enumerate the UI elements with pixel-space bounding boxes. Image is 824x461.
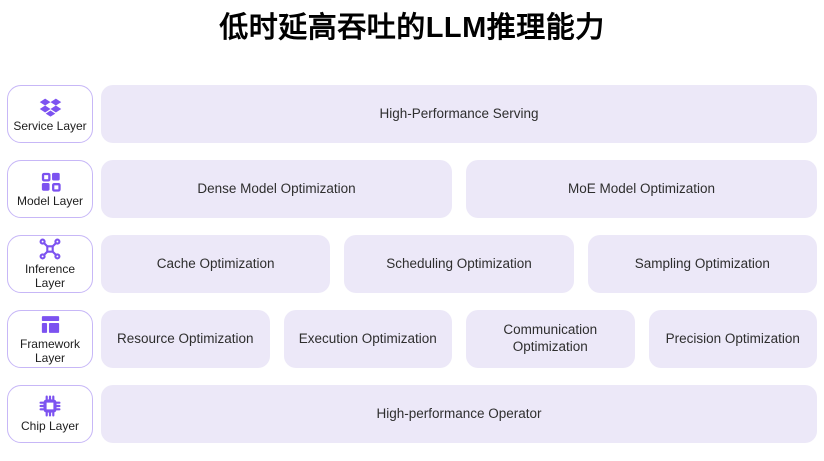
- layer-label: Chip Layer: [20, 419, 80, 434]
- capability-box: High-Performance Serving: [101, 85, 817, 143]
- capability-label: Dense Model Optimization: [197, 180, 356, 196]
- capability-label: Communication Optimization: [503, 322, 598, 354]
- capability-items: Resource Optimization Execution Optimizat…: [101, 310, 817, 368]
- dropbox-diamonds-icon: [38, 94, 62, 118]
- capability-label: Execution Optimization: [298, 330, 437, 346]
- layer-row: Model Layer Dense Model Optimization MoE …: [7, 160, 817, 218]
- capability-box: MoE Model Optimization: [466, 160, 817, 218]
- layer-label: Inference Layer: [24, 262, 76, 290]
- capability-label: Cache Optimization: [156, 255, 275, 271]
- layer-label-box: Chip Layer: [7, 385, 93, 443]
- capability-box: High-performance Operator: [101, 385, 817, 443]
- layer-label: Service Layer: [13, 119, 87, 134]
- layer-label: Framework Layer: [19, 336, 80, 365]
- layer-label-box: Service Layer: [7, 85, 93, 143]
- capability-items: High-performance Operator: [101, 385, 817, 443]
- capability-items: Dense Model Optimization MoE Model Optimi…: [101, 160, 817, 218]
- layer-label-box: Inference Layer: [7, 235, 93, 293]
- capability-box: Communication Optimization: [466, 310, 635, 368]
- layer-rows: Service Layer High-Performance Serving M…: [7, 85, 817, 443]
- capability-box: Execution Optimization: [283, 310, 452, 368]
- cpu-chip-icon: [38, 394, 62, 418]
- capability-box: Cache Optimization: [101, 235, 331, 293]
- capability-label: Resource Optimization: [116, 330, 254, 346]
- page-title: 低时延高吞吐的LLM推理能力: [219, 12, 605, 44]
- capability-label: Precision Optimization: [665, 330, 800, 346]
- grid-squares-icon: [38, 169, 62, 193]
- layer-label-box: Framework Layer: [7, 310, 93, 368]
- layout-panels-icon: [38, 313, 62, 336]
- capability-box: Scheduling Optimization: [344, 235, 574, 293]
- capability-label: High-Performance Serving: [379, 105, 539, 121]
- capability-items: Cache Optimization Scheduling Optimizatio…: [101, 235, 817, 293]
- layer-row: Framework Layer Resource Optimization Exe…: [7, 310, 817, 368]
- layer-row: Chip Layer High-performance Operator: [7, 385, 817, 443]
- capability-box: Precision Optimization: [648, 310, 817, 368]
- capability-box: Dense Model Optimization: [101, 160, 452, 218]
- network-nodes-icon: [38, 237, 62, 261]
- capability-box: Resource Optimization: [101, 310, 270, 368]
- capability-label: High-performance Operator: [376, 405, 542, 421]
- capability-items: High-Performance Serving: [101, 85, 817, 143]
- capability-label: Scheduling Optimization: [386, 255, 532, 271]
- capability-label: Sampling Optimization: [634, 255, 770, 271]
- capability-label: MoE Model Optimization: [567, 180, 716, 196]
- capability-box: Sampling Optimization: [587, 235, 817, 293]
- layer-row: Service Layer High-Performance Serving: [7, 85, 817, 143]
- layer-row: Inference Layer Cache Optimization Schedu…: [7, 235, 817, 293]
- layer-label: Model Layer: [16, 194, 84, 209]
- layer-label-box: Model Layer: [7, 160, 93, 218]
